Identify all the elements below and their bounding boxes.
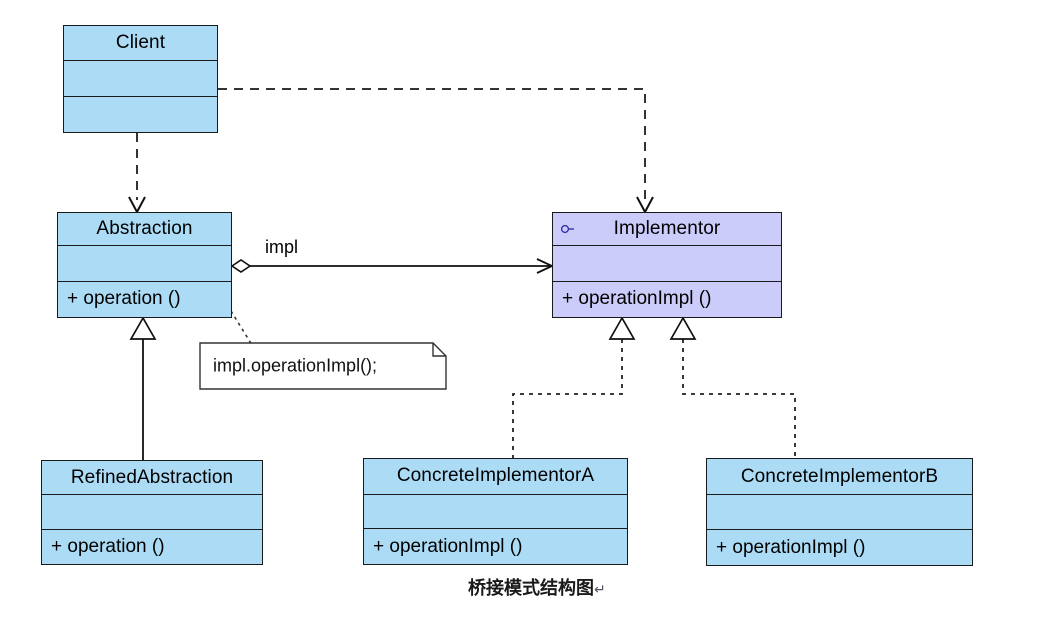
note-text: impl.operationImpl(); <box>213 355 378 376</box>
class-attributes-abstraction <box>58 246 231 282</box>
class-operations-implementor: + operationImpl () <box>562 288 712 310</box>
class-box-concrete-implementor-b[interactable]: ConcreteImplementorB + operationImpl () <box>706 458 973 566</box>
class-operations-refined-abstraction: + operation () <box>51 535 165 557</box>
paragraph-mark-icon: ↵ <box>594 582 606 598</box>
class-attributes-concrete-implementor-b <box>707 495 972 530</box>
class-name-concrete-implementor-b: ConcreteImplementorB <box>707 459 972 495</box>
class-operations-abstraction: + operation () <box>67 288 181 310</box>
diagram-caption: 桥接模式结构图↵ <box>468 574 606 600</box>
diagram-caption-text: 桥接模式结构图 <box>468 578 594 599</box>
edge-client-abstraction <box>128 133 146 215</box>
edge-concrete-b-realization <box>669 316 796 458</box>
class-operations-client <box>64 97 217 132</box>
interface-lollipop-icon <box>560 225 574 234</box>
class-name-refined-abstraction: RefinedAbstraction <box>42 461 262 496</box>
edge-abstraction-implementor <box>230 258 555 274</box>
class-attributes-implementor <box>553 246 781 282</box>
note-shape <box>199 342 447 390</box>
class-operations-concrete-implementor-b: + operationImpl () <box>716 536 866 558</box>
edge-concrete-a-realization <box>512 316 636 458</box>
class-name-abstraction: Abstraction <box>58 213 231 247</box>
class-attributes-refined-abstraction <box>42 495 262 530</box>
association-label-impl: impl <box>265 237 299 257</box>
class-box-implementor[interactable]: Implementor + operationImpl () <box>552 212 782 318</box>
class-box-abstraction[interactable]: Abstraction + operation () <box>57 212 232 318</box>
class-name-implementor-label: Implementor <box>613 218 721 240</box>
note-box-impl-call[interactable]: impl.operationImpl(); <box>199 342 447 390</box>
class-name-implementor: Implementor <box>553 213 781 247</box>
class-operations-concrete-implementor-a: + operationImpl () <box>373 535 523 557</box>
class-name-concrete-implementor-a: ConcreteImplementorA <box>364 459 627 495</box>
edge-client-implementor <box>218 88 654 215</box>
class-name-client: Client <box>64 26 217 62</box>
class-box-client[interactable]: Client <box>63 25 218 133</box>
class-attributes-client <box>64 61 217 97</box>
class-box-refined-abstraction[interactable]: RefinedAbstraction + operation () <box>41 460 263 565</box>
class-attributes-concrete-implementor-a <box>364 495 627 530</box>
class-box-concrete-implementor-a[interactable]: ConcreteImplementorA + operationImpl () <box>363 458 628 565</box>
edge-refined-abstraction-generalization <box>129 316 157 460</box>
edge-note-anchor <box>230 310 253 346</box>
